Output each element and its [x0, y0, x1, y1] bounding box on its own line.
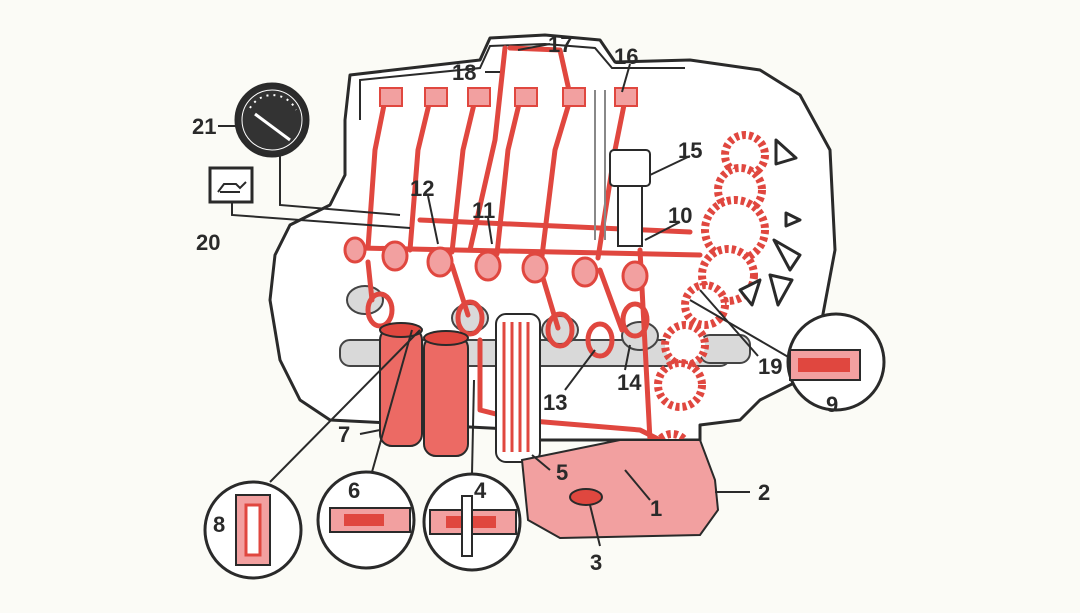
- oil-filters: [379, 322, 469, 457]
- callout-label-20: 20: [196, 230, 220, 255]
- oil-strainer: [495, 313, 541, 463]
- inset-9-leader: [689, 299, 791, 359]
- camshaft-bearings: [343, 236, 649, 292]
- callout-label-18: 18: [452, 60, 476, 85]
- oil-pressure-gauge-icon: [234, 82, 310, 158]
- callout-label-4: 4: [474, 478, 487, 503]
- callout-label-21: 21: [192, 114, 216, 139]
- oil-warning-lamp-icon: [208, 166, 254, 204]
- oil-sump: [520, 439, 720, 540]
- connecting-rods: [365, 291, 650, 359]
- rocker-cover-edge: [359, 42, 685, 120]
- callout-label-1: 1: [650, 496, 662, 521]
- callout-label-10: 10: [668, 203, 692, 228]
- callout-label-14: 14: [617, 370, 642, 395]
- detail-inset-9: [786, 312, 886, 412]
- callout-label-7: 7: [338, 422, 350, 447]
- callout-label-6: 6: [348, 478, 360, 503]
- callout-label-2: 2: [758, 480, 770, 505]
- detail-inset-8: [203, 480, 303, 580]
- belt-cover-cutouts: [738, 138, 802, 307]
- gauge-wire: [279, 156, 401, 216]
- callout-label-3: 3: [590, 550, 602, 575]
- callout-label-11: 11: [472, 198, 495, 223]
- detail-inset-4: [422, 472, 522, 572]
- callout-label-17: 17: [548, 32, 572, 57]
- lamp-wire: [231, 202, 411, 229]
- callout-label-12: 12: [410, 176, 434, 201]
- callout-label-9: 9: [826, 392, 838, 417]
- piston: [594, 90, 651, 247]
- tappet-blocks: [379, 87, 638, 107]
- oil-galleries: [357, 45, 703, 443]
- callout-label-8: 8: [213, 512, 225, 537]
- callout-labels: 1 2 3 4 5 6 7 8 9 10 11 12 13 14 15 16 1…: [192, 32, 838, 575]
- callout-label-19: 19: [758, 354, 782, 379]
- callout-label-16: 16: [614, 44, 638, 69]
- inset-8-leader: [269, 329, 421, 483]
- callout-leaders: [218, 43, 759, 547]
- callout-label-13: 13: [543, 390, 567, 415]
- callout-label-15: 15: [678, 138, 702, 163]
- callout-label-5: 5: [556, 460, 568, 485]
- detail-inset-6: [316, 470, 416, 570]
- inset-4-leader: [471, 379, 475, 475]
- inset-6-leader: [371, 329, 413, 473]
